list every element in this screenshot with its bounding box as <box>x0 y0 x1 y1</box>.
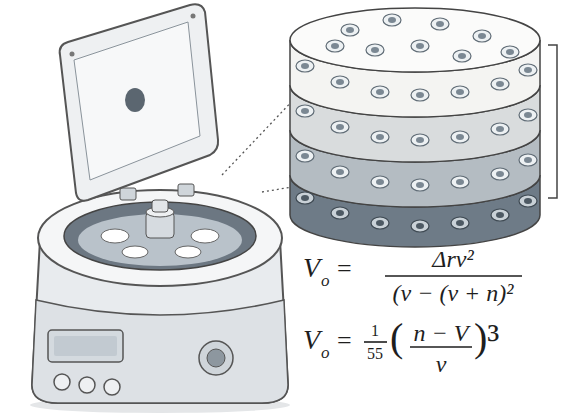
formula-term: o <box>321 272 330 289</box>
formula-term: )³ <box>474 318 499 358</box>
formula-term: V <box>303 254 320 282</box>
formula-term: 1 <box>371 323 379 339</box>
leader-lines <box>222 95 298 192</box>
bracket <box>548 45 557 198</box>
formula-term: n − V <box>414 321 469 345</box>
formula-term: 55 <box>367 346 383 362</box>
formula-term: o <box>321 344 330 361</box>
formula-term: ( <box>390 318 403 358</box>
formula-term: = <box>337 256 352 282</box>
formula-term: = <box>337 328 352 354</box>
formula-term: (v − (v + n)² <box>393 281 514 305</box>
formula-term: V <box>303 326 320 354</box>
cells <box>296 14 537 232</box>
centrifuge <box>30 4 290 413</box>
layered-sample <box>290 8 540 247</box>
formula-term: v <box>436 352 447 376</box>
formula-term: Δrv² <box>432 247 473 271</box>
